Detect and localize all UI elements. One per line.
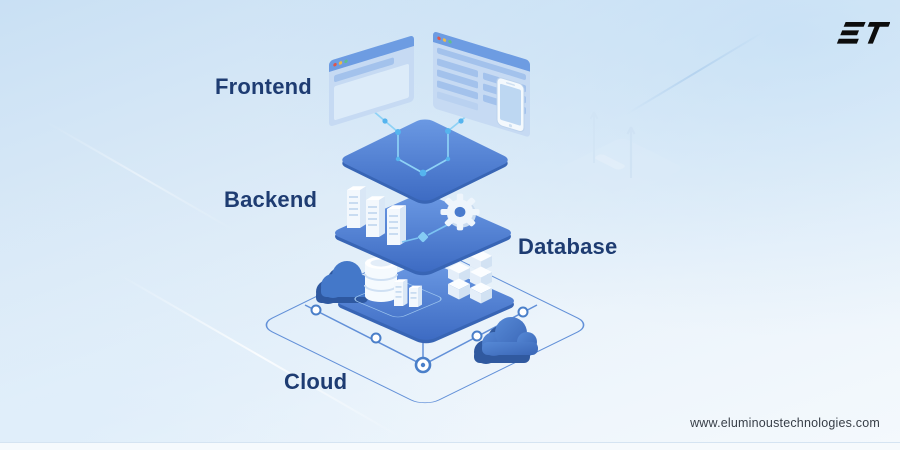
- backend-layer-platform: [335, 186, 511, 276]
- label-backend: Backend: [224, 187, 318, 212]
- circuit-lines: [371, 109, 475, 177]
- label-frontend: Frontend: [215, 74, 312, 99]
- ring-node-icon: [310, 304, 529, 374]
- frontend-layer-platform: [342, 109, 508, 204]
- label-database: Database: [518, 234, 618, 259]
- browser-window-right-icon: [433, 32, 530, 137]
- storage-cubes-icon: [448, 250, 492, 304]
- brand-logo-icon: ET: [836, 22, 890, 44]
- cloud-icon-left: [316, 261, 373, 304]
- smartphone-icon: [496, 77, 525, 133]
- cloud-base-wireframe: [265, 246, 585, 404]
- label-cloud: Cloud: [284, 369, 348, 394]
- browser-window-left-icon: [329, 36, 414, 126]
- server-rack-icons: [347, 186, 406, 245]
- mini-server-icons: [394, 279, 422, 307]
- cloud-icon-right: [474, 317, 538, 364]
- footer-band: [0, 442, 900, 450]
- database-cylinder-icon: [364, 257, 398, 302]
- watermark-device-icon: [563, 111, 681, 198]
- gear-icon: [440, 193, 480, 231]
- backend-connector-line: [401, 222, 452, 243]
- database-layer-platform: [316, 250, 514, 344]
- website-url: www.eluminoustechnologies.com: [690, 416, 880, 430]
